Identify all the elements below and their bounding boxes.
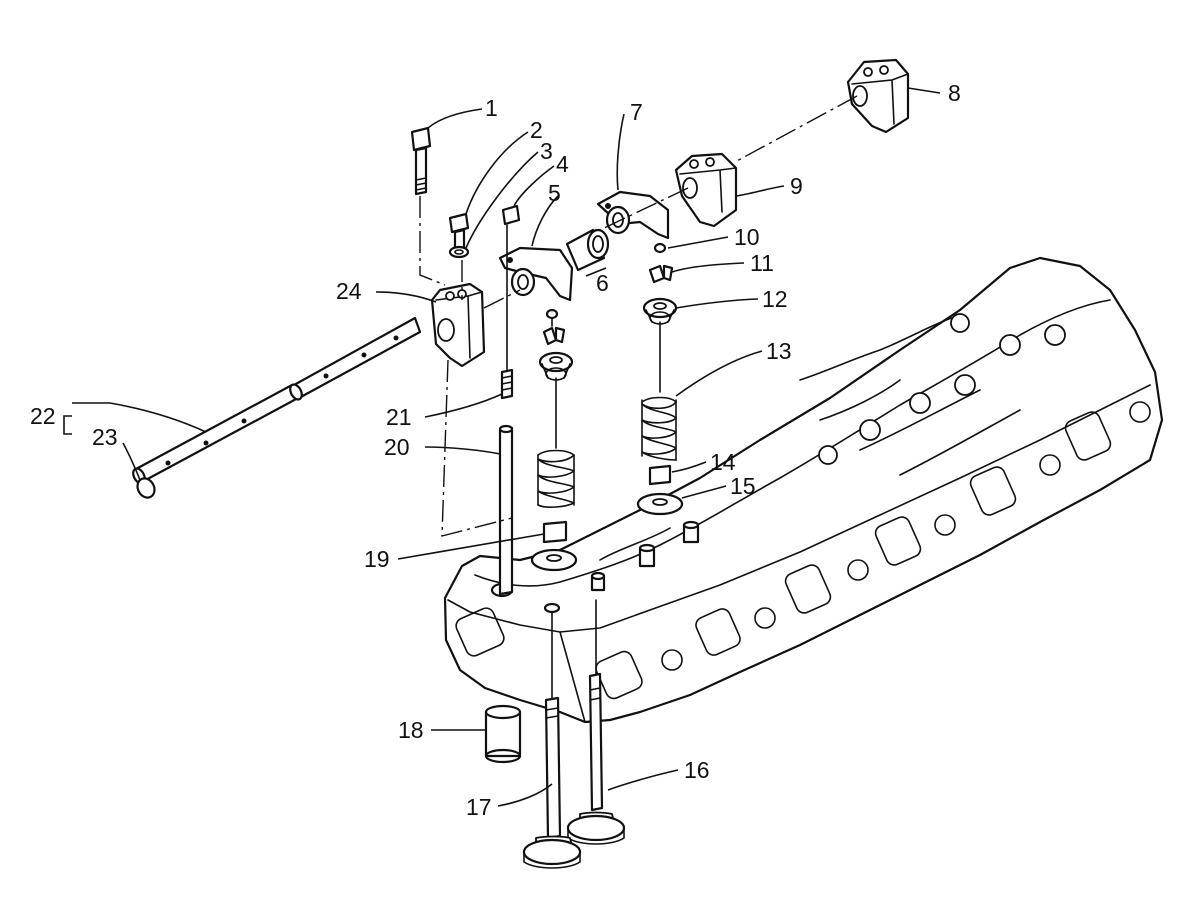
callout-8: 8: [948, 80, 961, 106]
intake-valve: [566, 672, 626, 845]
callout-10: 10: [734, 224, 760, 250]
callout-6: 6: [596, 270, 609, 296]
rocker-shaft: [132, 316, 422, 499]
bracket-bolt: [410, 126, 432, 196]
rocker-bracket-rear: [846, 58, 910, 134]
callout-labels: 1 2 3 4 5 6 7 8 9 10 11 12 13 14 15 16 1…: [30, 80, 961, 820]
rocker-arm-exhaust: [498, 246, 574, 302]
callout-16: 16: [684, 757, 710, 783]
pushrod: [498, 424, 514, 596]
rocker-bushing: [565, 228, 610, 272]
washer: [448, 245, 470, 259]
callout-21: 21: [386, 404, 412, 430]
callout-3: 3: [540, 138, 553, 164]
callout-2: 2: [530, 117, 543, 143]
callout-12: 12: [762, 286, 788, 312]
exhaust-valve: [522, 696, 582, 869]
callout-23: 23: [92, 424, 118, 450]
valve-guide: [484, 704, 522, 764]
callout-4: 4: [556, 151, 569, 177]
adjust-nut: [501, 204, 521, 226]
callout-13: 13: [766, 338, 792, 364]
rocker-bracket-front: [430, 282, 486, 368]
leader-lines: [63, 87, 941, 807]
callout-19: 19: [364, 546, 390, 572]
adjust-screw: [500, 368, 514, 400]
shaft-plug: [136, 477, 156, 499]
callout-14: 14: [710, 449, 736, 475]
cylinder-head: [443, 256, 1164, 724]
rocker-bracket-middle: [674, 152, 738, 228]
callout-9: 9: [790, 173, 803, 199]
small-bolt: [448, 212, 470, 252]
rocker-arm-intake: [596, 190, 670, 240]
callout-24: 24: [336, 278, 362, 304]
callout-7: 7: [630, 99, 643, 125]
assembly-lines: [419, 95, 858, 537]
callout-15: 15: [730, 473, 756, 499]
callout-18: 18: [398, 717, 424, 743]
valve-stack-intake: [636, 242, 684, 516]
callout-17: 17: [466, 794, 492, 820]
callout-5: 5: [548, 180, 561, 206]
callout-20: 20: [384, 434, 410, 460]
callout-11: 11: [750, 250, 774, 276]
valve-stack-exhaust: [530, 308, 578, 572]
callout-1: 1: [485, 95, 498, 121]
callout-22: 22: [30, 403, 56, 429]
